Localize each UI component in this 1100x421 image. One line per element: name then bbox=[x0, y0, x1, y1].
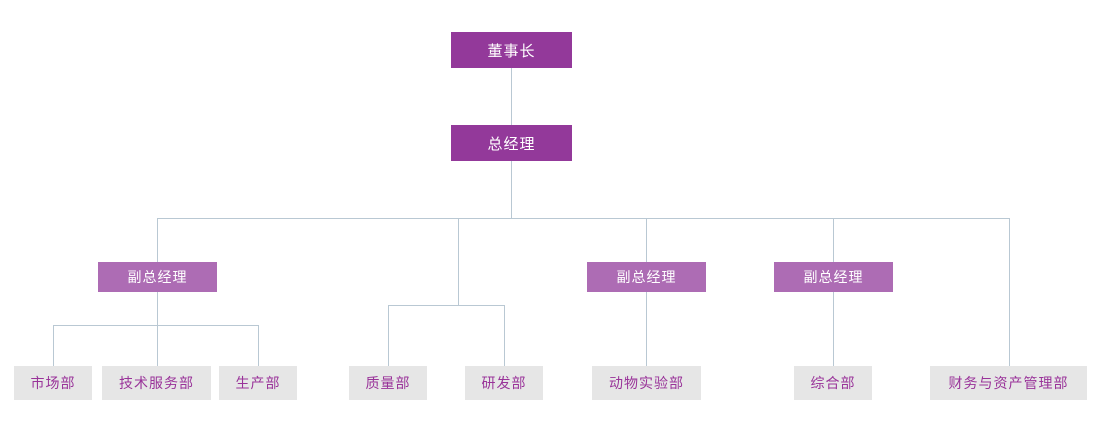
connector-gm-to-bus bbox=[511, 161, 512, 219]
node-dept-finance-asset[interactable]: 财务与资产管理部 bbox=[930, 366, 1087, 400]
node-dept-quality-label: 质量部 bbox=[365, 375, 411, 391]
connector-bus-to-vp2 bbox=[646, 218, 647, 262]
node-chairman[interactable]: 董事长 bbox=[451, 32, 572, 68]
node-vice-general-manager-3-label: 副总经理 bbox=[803, 269, 864, 285]
connector-bus-to-vp1 bbox=[157, 218, 158, 262]
node-vice-general-manager-1[interactable]: 副总经理 bbox=[98, 262, 217, 292]
connector-vp1-subbus bbox=[53, 325, 258, 326]
node-dept-animal-lab[interactable]: 动物实验部 bbox=[592, 366, 701, 400]
node-dept-production[interactable]: 生产部 bbox=[219, 366, 297, 400]
node-dept-rd-label: 研发部 bbox=[481, 375, 527, 391]
connector-main-bus bbox=[157, 218, 1010, 219]
connector-vp1-to-subbus bbox=[157, 292, 158, 325]
node-dept-market-label: 市场部 bbox=[30, 375, 76, 391]
node-dept-tech-service[interactable]: 技术服务部 bbox=[102, 366, 211, 400]
node-dept-market[interactable]: 市场部 bbox=[14, 366, 92, 400]
connector-vp2-to-animal-lab bbox=[646, 292, 647, 366]
node-dept-tech-service-label: 技术服务部 bbox=[119, 375, 194, 391]
node-dept-general-affairs[interactable]: 综合部 bbox=[794, 366, 872, 400]
node-dept-production-label: 生产部 bbox=[235, 375, 281, 391]
node-vice-general-manager-3[interactable]: 副总经理 bbox=[774, 262, 893, 292]
connector-subbus-to-market bbox=[53, 325, 54, 366]
node-dept-general-affairs-label: 综合部 bbox=[810, 375, 856, 391]
node-vice-general-manager-2[interactable]: 副总经理 bbox=[587, 262, 706, 292]
node-vice-general-manager-1-label: 副总经理 bbox=[127, 269, 188, 285]
connector-subbus-to-tech-service bbox=[157, 325, 158, 366]
connector-chairman-to-gm bbox=[511, 68, 512, 125]
node-general-manager-label: 总经理 bbox=[487, 135, 536, 153]
connector-vp3-to-general-affairs bbox=[833, 292, 834, 366]
connector-bus-to-midgroup bbox=[458, 218, 459, 305]
node-chairman-label: 董事长 bbox=[487, 42, 536, 60]
node-dept-animal-lab-label: 动物实验部 bbox=[609, 375, 684, 391]
node-general-manager[interactable]: 总经理 bbox=[451, 125, 572, 161]
node-dept-quality[interactable]: 质量部 bbox=[349, 366, 427, 400]
connector-subbus-to-production bbox=[258, 325, 259, 366]
node-vice-general-manager-2-label: 副总经理 bbox=[616, 269, 677, 285]
connector-subbus-to-rd bbox=[504, 305, 505, 366]
connector-midgroup-subbus bbox=[388, 305, 504, 306]
node-dept-rd[interactable]: 研发部 bbox=[465, 366, 543, 400]
connector-bus-to-finance bbox=[1009, 218, 1010, 366]
connector-bus-to-vp3 bbox=[833, 218, 834, 262]
connector-subbus-to-quality bbox=[388, 305, 389, 366]
node-dept-finance-asset-label: 财务与资产管理部 bbox=[948, 375, 1069, 391]
